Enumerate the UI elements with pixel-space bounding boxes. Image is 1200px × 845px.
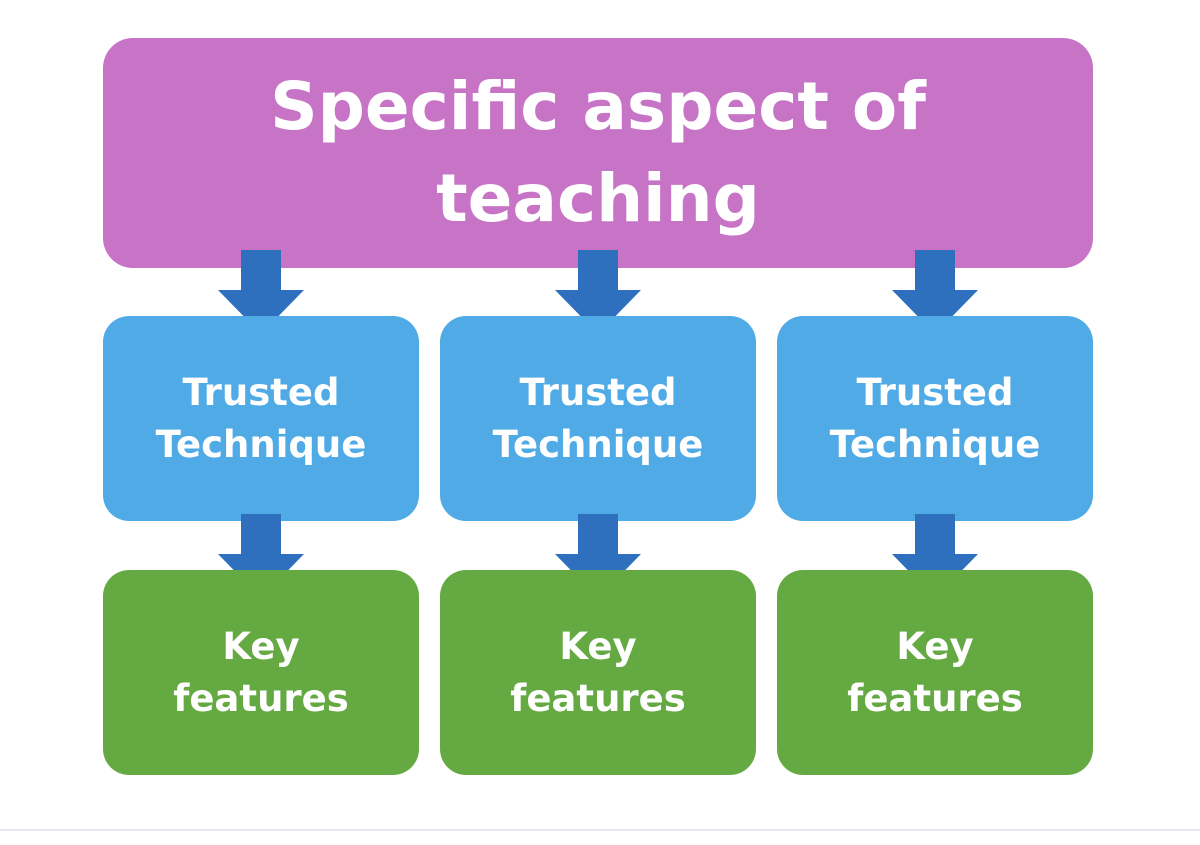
bottom-divider (0, 829, 1200, 831)
features-box-1: Key features (103, 570, 419, 775)
features-box-2: Key features (440, 570, 756, 775)
down-arrow-icon (218, 250, 304, 334)
technique-box-1: Trusted Technique (103, 316, 419, 521)
down-arrow-icon (555, 514, 641, 598)
top-box-label: Specific aspect of teaching (270, 68, 926, 237)
features-label: Key features (173, 624, 349, 720)
technique-label: Trusted Technique (829, 370, 1041, 466)
down-arrow-icon (892, 514, 978, 598)
features-label: Key features (847, 624, 1023, 720)
technique-label: Trusted Technique (492, 370, 704, 466)
features-label: Key features (510, 624, 686, 720)
down-arrow-icon (555, 250, 641, 334)
technique-label: Trusted Technique (155, 370, 367, 466)
down-arrow-icon (892, 250, 978, 334)
technique-box-3: Trusted Technique (777, 316, 1093, 521)
features-box-3: Key features (777, 570, 1093, 775)
technique-box-2: Trusted Technique (440, 316, 756, 521)
top-box-specific-aspect: Specific aspect of teaching (103, 38, 1093, 268)
down-arrow-icon (218, 514, 304, 598)
